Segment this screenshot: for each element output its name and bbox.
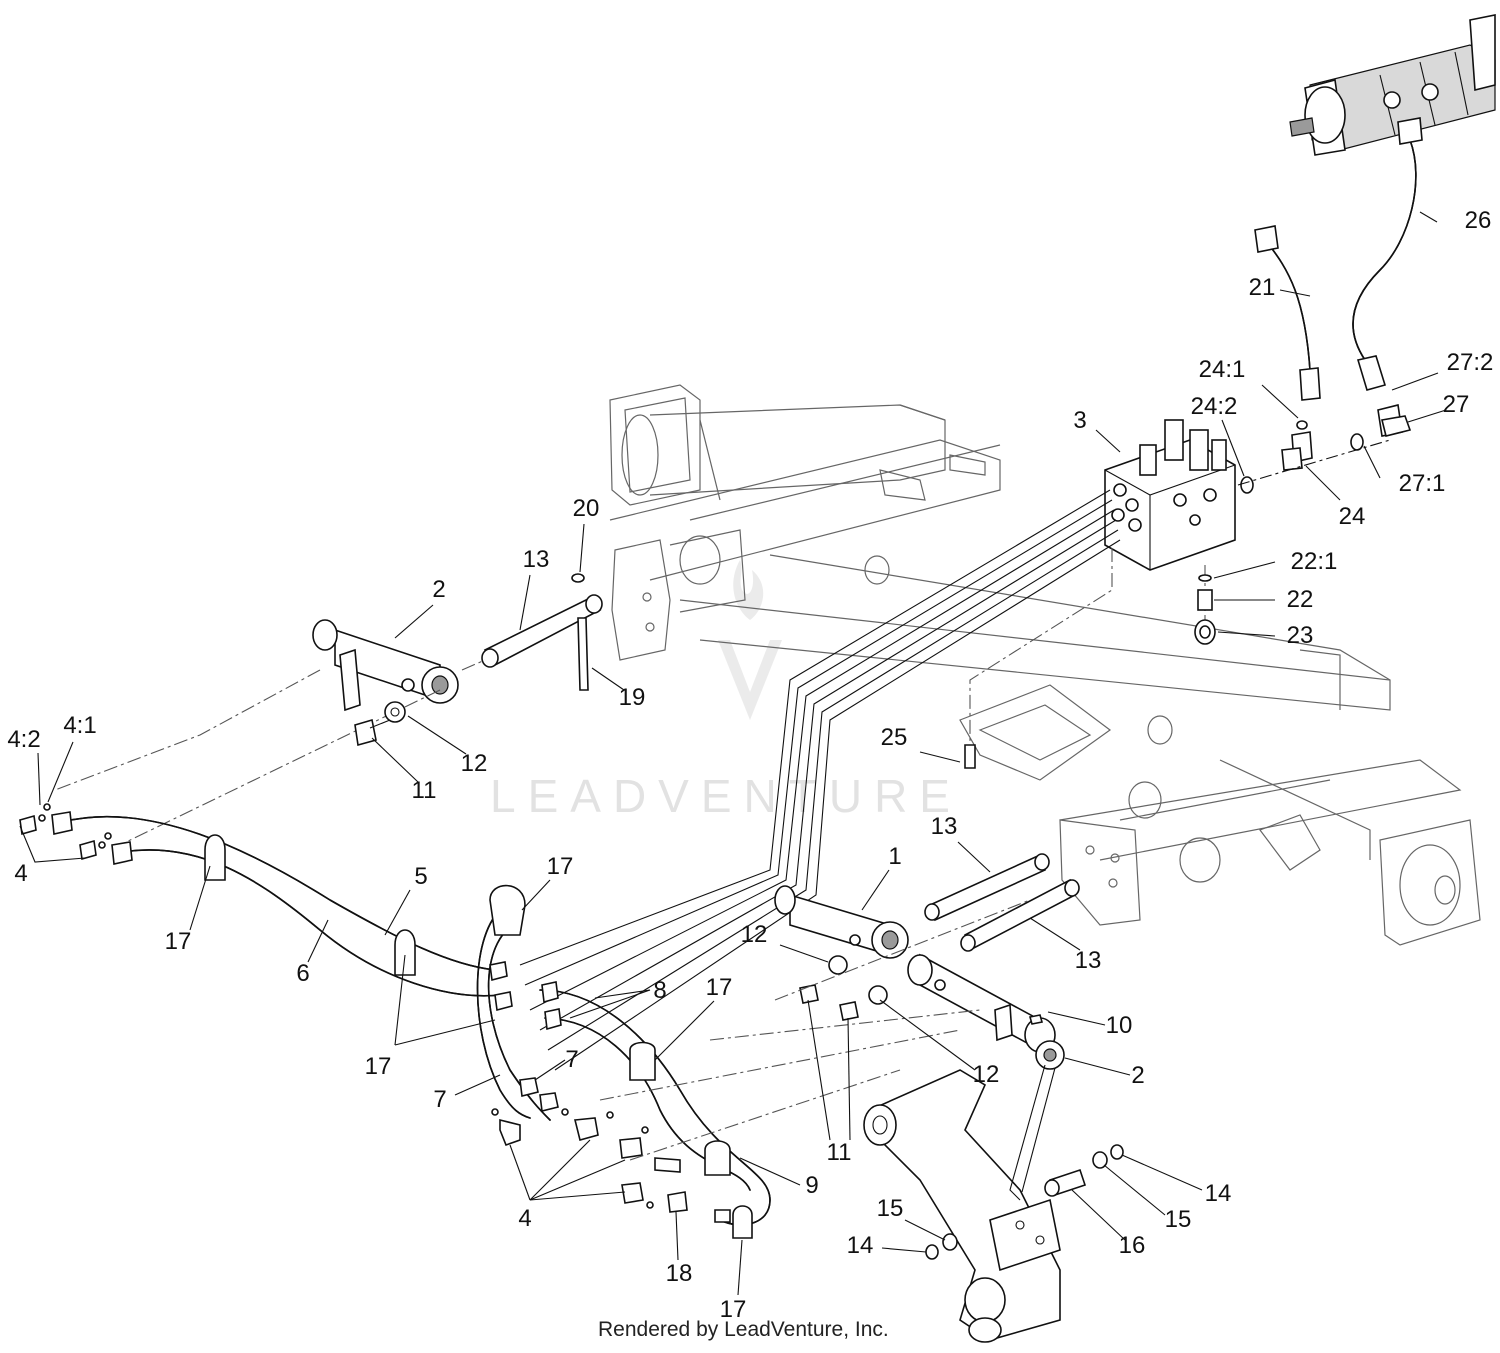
- leadventure-watermark: LEADVENTURE: [490, 560, 962, 822]
- hose-26: [1352, 117, 1423, 391]
- callout-10: 10: [1106, 1012, 1133, 1039]
- pins-13-right: [924, 853, 1080, 952]
- callout-27-2: 27:2: [1447, 349, 1494, 376]
- callout-22: 22: [1287, 586, 1314, 613]
- valve-block-3: [1104, 419, 1236, 571]
- bolt-11-washer-12-left: [354, 701, 406, 747]
- callout-18: 18: [666, 1260, 693, 1287]
- callout-27: 27: [1443, 391, 1470, 418]
- callout-4-2: 4:2: [7, 726, 40, 753]
- callout-17: 17: [365, 1053, 392, 1080]
- right-cylinder-1: [774, 885, 909, 959]
- callout-7: 7: [565, 1046, 578, 1073]
- callout-8: 8: [653, 977, 666, 1004]
- hoses-7-8-9: [476, 884, 771, 1239]
- callout-27-1: 27:1: [1399, 470, 1446, 497]
- callout-5: 5: [414, 863, 427, 890]
- callout-1: 1: [888, 843, 901, 870]
- hoses-5-6: [19, 803, 501, 997]
- callout-13: 13: [523, 546, 550, 573]
- callout-17: 17: [720, 1296, 747, 1323]
- hydraulic-pump: [1289, 14, 1496, 156]
- leader-lines: [19, 211, 1447, 1296]
- callout-4-1: 4:1: [63, 712, 96, 739]
- chassis-frame: [609, 384, 1481, 946]
- callout-23: 23: [1287, 622, 1314, 649]
- callout-13: 13: [1075, 947, 1102, 974]
- callout-15: 15: [877, 1195, 904, 1222]
- callout-17: 17: [706, 974, 733, 1001]
- callout-26: 26: [1465, 207, 1492, 234]
- left-cylinder-2: [54, 619, 459, 846]
- lift-arm: [863, 1064, 1061, 1343]
- callout-4: 4: [518, 1205, 531, 1232]
- callout-3: 3: [1073, 407, 1086, 434]
- callout-15: 15: [1165, 1206, 1192, 1233]
- callout-24-1: 24:1: [1199, 356, 1246, 383]
- callout-9: 9: [805, 1172, 818, 1199]
- callout-19: 19: [619, 684, 646, 711]
- right-cylinder-2: [907, 953, 1065, 1070]
- hose-21: [1254, 225, 1321, 401]
- fittings-24-27: [1237, 404, 1412, 494]
- callout-22-1: 22:1: [1291, 548, 1338, 575]
- fittings-22-23: [1194, 565, 1216, 645]
- bolts-11-washers-12-right: [599, 899, 1031, 1161]
- callout-4: 4: [14, 860, 27, 887]
- watermark-text: LEADVENTURE: [490, 770, 962, 822]
- callout-17: 17: [547, 853, 574, 880]
- credit-text: Rendered by LeadVenture, Inc.: [598, 1318, 889, 1341]
- callout-6: 6: [296, 960, 309, 987]
- callout-14: 14: [1205, 1180, 1232, 1207]
- elbow-fittings-4: [491, 1108, 688, 1213]
- bolt-25: [919, 744, 976, 769]
- callout-7: 7: [433, 1086, 446, 1113]
- callout-20: 20: [573, 495, 600, 522]
- callout-11: 11: [412, 777, 437, 804]
- callout-14: 14: [847, 1232, 874, 1259]
- callout-24: 24: [1339, 503, 1366, 530]
- hydraulic-lines-bundle: [519, 489, 1121, 1071]
- callout-17: 17: [165, 928, 192, 955]
- callout-13: 13: [931, 813, 958, 840]
- callout-12: 12: [973, 1061, 1000, 1088]
- callout-2: 2: [432, 576, 445, 603]
- callout-21: 21: [1249, 274, 1276, 301]
- callout-24-2: 24:2: [1191, 393, 1238, 420]
- bushing-16-washers-14-15: [925, 1144, 1124, 1260]
- callout-12: 12: [461, 750, 488, 777]
- callout-25: 25: [881, 724, 908, 751]
- callout-11: 11: [827, 1139, 852, 1166]
- callout-16: 16: [1119, 1232, 1146, 1259]
- callout-2: 2: [1131, 1062, 1144, 1089]
- callout-12: 12: [741, 921, 768, 948]
- pin-13-left: [461, 573, 603, 691]
